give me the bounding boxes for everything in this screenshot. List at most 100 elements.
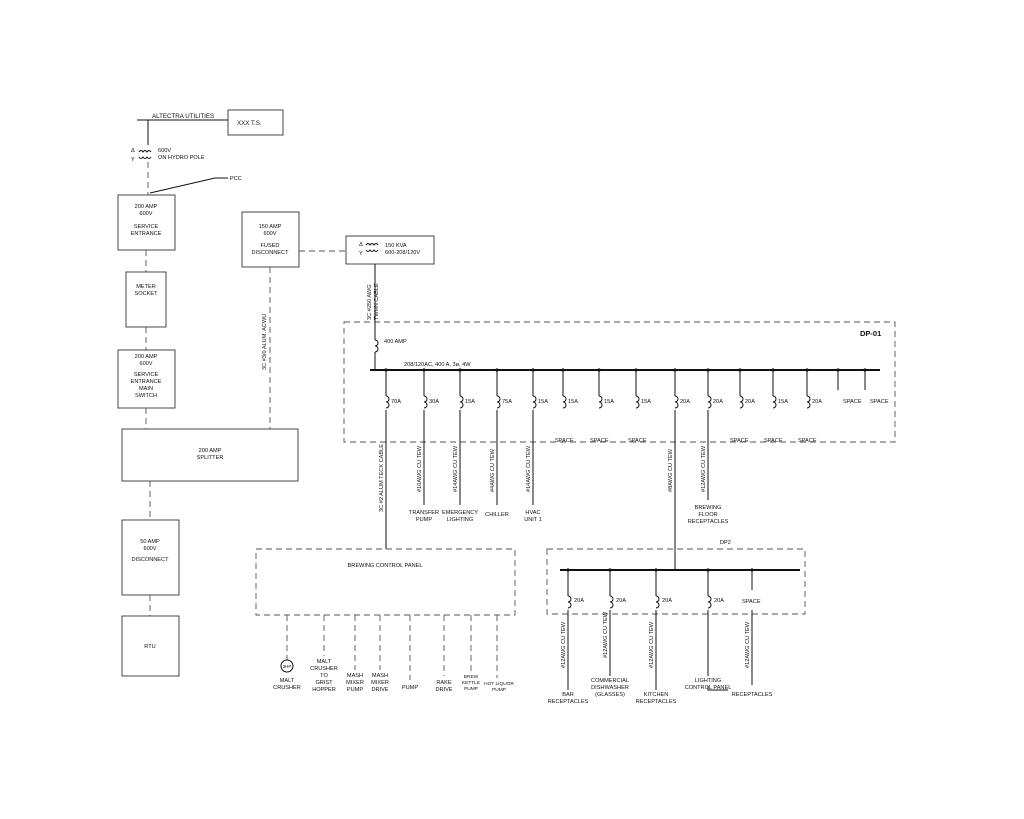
svg-text:COMMERCIAL: COMMERCIAL bbox=[591, 678, 629, 684]
svg-text:SERVICE: SERVICE bbox=[134, 372, 159, 378]
svg-text:LIGHTING: LIGHTING bbox=[447, 517, 473, 523]
breaker-label: 20A bbox=[745, 399, 755, 405]
service-entrance: 200 AMP 600V SERVICE ENTRANCE bbox=[117, 194, 176, 251]
svg-text:200 AMP: 200 AMP bbox=[199, 448, 222, 454]
ts-box bbox=[227, 109, 284, 136]
svg-text:#12AWG CU TEW: #12AWG CU TEW bbox=[745, 621, 751, 668]
svg-text:CHILLER: CHILLER bbox=[485, 512, 509, 518]
svg-text:CRUSHER: CRUSHER bbox=[310, 666, 338, 672]
svg-text:200 AMP: 200 AMP bbox=[135, 354, 158, 360]
breaker-symbol bbox=[772, 395, 777, 409]
svg-text:150 AMP: 150 AMP bbox=[259, 224, 282, 230]
main-breaker bbox=[374, 339, 379, 353]
svg-text:200 AMP: 200 AMP bbox=[135, 204, 158, 210]
splitter: 200 AMP SPLITTER bbox=[121, 428, 299, 482]
coil-secondary bbox=[138, 156, 152, 159]
space-label: SPACE bbox=[764, 438, 783, 444]
space-label: SPACE bbox=[730, 438, 749, 444]
svg-text:RECEPTACLES: RECEPTACLES bbox=[548, 699, 589, 705]
wye-symbol: Y bbox=[131, 157, 135, 163]
coil-primary bbox=[138, 150, 152, 153]
svg-text:#12AWG CU TEW: #12AWG CU TEW bbox=[649, 621, 655, 668]
svg-text:600-208/120V: 600-208/120V bbox=[385, 250, 420, 256]
svg-text:PUMP: PUMP bbox=[464, 686, 478, 692]
svg-text:BREWING: BREWING bbox=[695, 505, 722, 511]
dp01-load-labels: TRANSFER PUMP EMERGENCY LIGHTING CHILLER… bbox=[409, 505, 729, 525]
svg-text:TRANSFER: TRANSFER bbox=[409, 510, 439, 516]
space-label: SPACE bbox=[628, 438, 647, 444]
delta-symbol: Δ bbox=[131, 148, 135, 154]
space-label: SPACE bbox=[590, 438, 609, 444]
breaker-label: 20A bbox=[574, 598, 584, 604]
utility-name: ALTECTRA UTILITIES bbox=[152, 113, 214, 120]
svg-text:FUSED: FUSED bbox=[261, 243, 280, 249]
fused-disconnect: 150 AMP 600V FUSED DISCONNECT bbox=[241, 211, 300, 268]
svg-text:3HP: 3HP bbox=[283, 664, 292, 669]
breaker-symbol bbox=[459, 395, 464, 409]
breaker-symbol bbox=[496, 395, 501, 409]
dp01-feeders: 3C #2 ALUM TECK CABLE #10AWG CU TEW #14A… bbox=[379, 410, 709, 570]
breaker-label: SPACE bbox=[742, 599, 761, 605]
breaker-symbol bbox=[562, 395, 567, 409]
svg-text:MALT: MALT bbox=[317, 659, 332, 665]
svg-text:600V: 600V bbox=[139, 361, 152, 367]
bcp-cable: 3C #2 ALUM TECK CABLE bbox=[379, 444, 385, 512]
dp2-feeders: #12AWG CU TEW #12AWG CU TEW #12AWG CU TE… bbox=[548, 610, 773, 705]
svg-text:HOT LIQUOR: HOT LIQUOR bbox=[484, 681, 514, 687]
svg-text:600V: 600V bbox=[143, 546, 156, 552]
dp01-panel: DP-01 400 AMP 208/120AC, 400 A, 3ø, 4W 7… bbox=[343, 321, 896, 444]
svg-text:#10AWG CU TEW: #10AWG CU TEW bbox=[417, 445, 423, 492]
ts-label: XXX T.S. bbox=[237, 120, 262, 127]
breaker-label: 15A bbox=[778, 399, 788, 405]
fused-cable: 3C #3/0 ALUM. ACWU bbox=[262, 314, 268, 370]
svg-text:600V: 600V bbox=[263, 231, 276, 237]
svg-text:HVAC: HVAC bbox=[525, 510, 540, 516]
svg-text:PUMP: PUMP bbox=[402, 685, 418, 691]
breaker-label: 20A bbox=[680, 399, 690, 405]
brewing-control-panel: BREWING CONTROL PANEL bbox=[255, 548, 516, 616]
meter-socket: METER SOCKET bbox=[125, 271, 167, 328]
svg-text:600V: 600V bbox=[139, 211, 152, 217]
svg-text:Δ: Δ bbox=[359, 242, 363, 248]
breaker-label: 20A bbox=[714, 598, 724, 604]
breaker-symbol bbox=[806, 395, 811, 409]
xfmr-cable-1: 3C #250 AWG bbox=[367, 284, 373, 320]
svg-text:DISHWASHER: DISHWASHER bbox=[591, 685, 629, 691]
bus-label: 208/120AC, 400 A, 3ø, 4W bbox=[404, 362, 471, 368]
breaker-label: 20A bbox=[812, 399, 822, 405]
svg-text:#12AWG CU TEW: #12AWG CU TEW bbox=[701, 445, 707, 492]
svg-text:BAR: BAR bbox=[562, 692, 574, 698]
svg-text:#14AWG CU TEW: #14AWG CU TEW bbox=[453, 445, 459, 492]
svg-text:#14AWG CU TEW: #14AWG CU TEW bbox=[526, 445, 532, 492]
xfmr-location: ON HYDRO POLE bbox=[158, 155, 205, 161]
svg-text:HOPPER: HOPPER bbox=[312, 687, 336, 693]
space-label: SPACE bbox=[555, 438, 574, 444]
main-breaker-label: 400 AMP bbox=[384, 339, 407, 345]
svg-text:UNIT 1: UNIT 1 bbox=[524, 517, 542, 523]
svg-text:#12AWG CU TEW: #12AWG CU TEW bbox=[603, 611, 609, 658]
svg-text:ENTRANCE: ENTRANCE bbox=[131, 379, 162, 385]
bcp-outputs: 3HP MALT CRUSHER MALT CRUSHER TO GRIST H… bbox=[273, 615, 514, 693]
svg-text:#12AWG CU TEW: #12AWG CU TEW bbox=[561, 621, 567, 668]
svg-text:FLOOR: FLOOR bbox=[698, 512, 717, 518]
xfmr-cable-2: TWHN CABLE bbox=[374, 283, 380, 320]
breaker-symbol bbox=[609, 595, 614, 609]
svg-text:PUMP: PUMP bbox=[347, 687, 363, 693]
bcp-title: BREWING CONTROL PANEL bbox=[348, 563, 423, 569]
rtu: RTU bbox=[121, 615, 180, 677]
svg-text:DISCONNECT: DISCONNECT bbox=[132, 557, 170, 563]
svg-text:METER: METER bbox=[136, 284, 156, 290]
svg-text:DISCONNECT: DISCONNECT bbox=[252, 250, 290, 256]
breaker-symbol bbox=[635, 395, 640, 409]
breaker-symbol bbox=[567, 595, 572, 609]
svg-text:#8AWG CU TEW: #8AWG CU TEW bbox=[668, 448, 674, 492]
svg-text:RECEPTACLES: RECEPTACLES bbox=[688, 519, 729, 525]
transformer-150kva: Δ Y 150 KVA 600-208/120V bbox=[345, 235, 435, 265]
svg-text:MALT: MALT bbox=[280, 678, 295, 684]
breaker-label: SPACE bbox=[843, 399, 862, 405]
breaker-label: 30A bbox=[429, 399, 439, 405]
